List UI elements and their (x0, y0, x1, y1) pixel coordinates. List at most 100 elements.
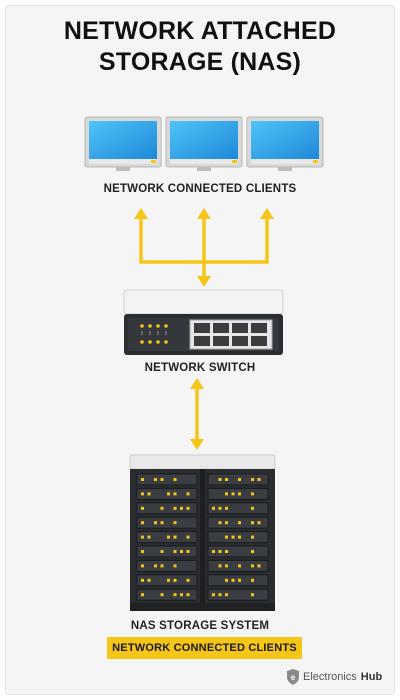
drive-led (251, 535, 254, 539)
drive-led (141, 578, 144, 582)
drive-led (154, 478, 157, 481)
drive-led (238, 478, 241, 481)
drive-bay (207, 545, 269, 558)
drive-led (251, 593, 254, 597)
drive-bay (207, 574, 269, 587)
drive-led (225, 478, 228, 481)
drive-bay (207, 559, 269, 572)
drive-led (141, 478, 144, 481)
drive-led (147, 578, 151, 582)
drive-led (186, 578, 190, 582)
drive-led (225, 550, 228, 553)
drive-led (141, 506, 144, 510)
switch-label: NETWORK SWITCH (144, 362, 256, 374)
drive-led (238, 578, 241, 582)
client-monitor-2-icon (165, 116, 243, 171)
drive-led (186, 535, 190, 539)
drive-led (218, 550, 222, 553)
drive-led (225, 535, 228, 539)
drive-led (251, 506, 254, 510)
drive-led (257, 521, 261, 525)
drive-led (212, 506, 215, 510)
drive-led (160, 506, 164, 510)
drive-bay (136, 545, 198, 558)
drive-led (251, 578, 254, 582)
drive-led (180, 506, 183, 510)
drive-bay (207, 473, 269, 486)
drive-led (218, 564, 222, 568)
drive-bay (136, 559, 198, 572)
drive-led (231, 492, 235, 496)
drive-bay (136, 574, 198, 587)
drive-led (173, 506, 177, 510)
brand-name-bold: Hub (360, 671, 383, 683)
drive-led (173, 521, 177, 525)
drive-led (238, 492, 241, 496)
drive-led (160, 521, 164, 525)
drive-led (173, 578, 177, 582)
title-line-2: STORAGE (NAS) (98, 48, 302, 76)
drive-bay (136, 487, 198, 500)
drive-led (225, 492, 228, 496)
drive-led (225, 578, 228, 582)
drive-led (257, 564, 261, 568)
clients-switch-arrows (139, 216, 269, 280)
drive-led (147, 535, 151, 539)
drive-led (251, 492, 254, 496)
drive-led (238, 535, 241, 539)
drive-led (225, 521, 228, 525)
client-monitor-3-icon (246, 116, 324, 171)
switch-nas-arrow (190, 378, 204, 450)
drive-bay (207, 516, 269, 529)
drive-led (218, 506, 222, 510)
network-switch-icon (123, 289, 284, 355)
drive-led (231, 578, 235, 582)
drive-led (251, 478, 254, 481)
drive-led (218, 521, 222, 525)
drive-led (160, 550, 164, 553)
drive-bay (207, 531, 269, 544)
drive-led (141, 550, 144, 553)
drive-bay (136, 588, 198, 601)
drive-bay (207, 487, 269, 500)
drive-led (251, 564, 254, 568)
drive-led (218, 478, 222, 481)
drive-led (160, 564, 164, 568)
brand-name-regular: Electronics (303, 671, 357, 683)
drive-led (186, 593, 190, 597)
drive-led (186, 492, 190, 496)
drive-led (141, 521, 144, 525)
drive-led (180, 593, 183, 597)
drive-led (212, 550, 215, 553)
arrowheads-clients (134, 208, 274, 287)
svg-text:e: e (291, 673, 296, 682)
drive-led (251, 521, 254, 525)
drive-led (173, 535, 177, 539)
drive-led (186, 550, 190, 553)
highlight-label: NETWORK CONNECTED CLIENTS (107, 637, 302, 659)
drive-led (147, 492, 151, 496)
drive-led (167, 492, 170, 496)
drive-bay (207, 502, 269, 515)
nas-storage-rack-icon (129, 454, 276, 611)
drive-bay (136, 473, 198, 486)
drive-led (173, 478, 177, 481)
drive-led (160, 478, 164, 481)
drive-bay (136, 502, 198, 515)
drive-bay (207, 588, 269, 601)
shield-e-icon: e (287, 669, 299, 685)
drive-bay (136, 531, 198, 544)
client-monitor-1-icon (84, 116, 162, 171)
drive-led (154, 564, 157, 568)
drive-led (154, 521, 157, 525)
drive-led (231, 535, 235, 539)
drive-led (251, 550, 254, 553)
drive-led (225, 506, 228, 510)
drive-led (173, 492, 177, 496)
drive-led (173, 564, 177, 568)
drive-led (173, 550, 177, 553)
drive-led (218, 593, 222, 597)
drive-led (180, 550, 183, 553)
drive-led (141, 492, 144, 496)
